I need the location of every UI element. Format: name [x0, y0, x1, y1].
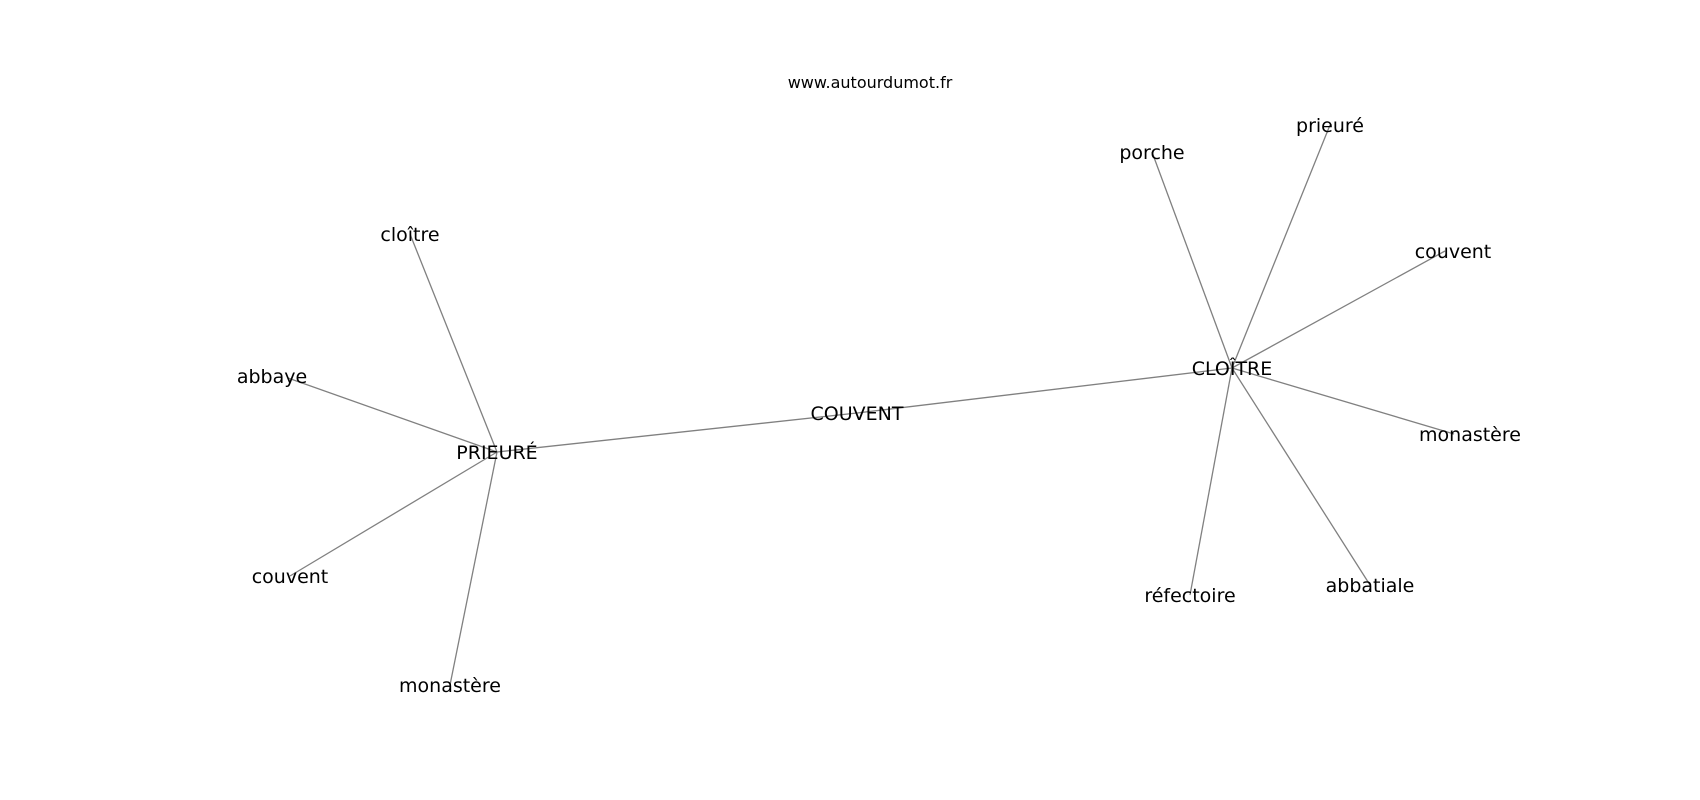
labels-layer: COUVENT PRIEURÉ CLOÎTRE cloître abbaye couven…: [237, 115, 1521, 697]
node-label-c-couvent: couvent: [1415, 241, 1492, 263]
edge-couvent_center-cloitre_hub: [856, 367, 1233, 414]
edge-prieure_hub-couvent_center: [496, 412, 858, 453]
edge-prieure_hub-p_cloitre: [409, 233, 498, 453]
node-label-couvent-center: COUVENT: [811, 403, 904, 425]
edge-cloitre_hub-c_porche: [1151, 151, 1233, 369]
edge-cloitre_hub-c_refectoire: [1189, 367, 1233, 596]
edge-prieure_hub-p_monastere: [449, 451, 498, 686]
edge-prieure_hub-p_abbaye: [287, 377, 498, 453]
edge-cloitre_hub-c_monastere: [1231, 367, 1455, 435]
node-label-c-monastere: monastère: [1419, 424, 1521, 446]
node-label-p-cloitre: cloître: [380, 224, 439, 246]
node-label-c-prieure: prieuré: [1296, 115, 1364, 137]
site-watermark: www.autourdumot.fr: [788, 73, 953, 92]
node-label-c-refectoire: réfectoire: [1144, 585, 1235, 607]
edges-layer: [287, 124, 1455, 686]
node-label-c-porche: porche: [1119, 142, 1184, 164]
edge-cloitre_hub-c_abbatiale: [1231, 367, 1371, 586]
edge-prieure_hub-p_couvent: [289, 451, 498, 577]
node-label-p-monastere: monastère: [399, 675, 501, 697]
node-label-cloitre-hub: CLOÎTRE: [1192, 357, 1273, 380]
edge-cloitre_hub-c_prieure: [1231, 124, 1331, 369]
node-label-prieure-hub: PRIEURÉ: [456, 441, 537, 464]
node-label-c-abbatiale: abbatiale: [1326, 575, 1415, 597]
node-label-p-couvent: couvent: [252, 566, 329, 588]
node-label-p-abbaye: abbaye: [237, 366, 307, 388]
edge-cloitre_hub-c_couvent: [1231, 250, 1446, 369]
